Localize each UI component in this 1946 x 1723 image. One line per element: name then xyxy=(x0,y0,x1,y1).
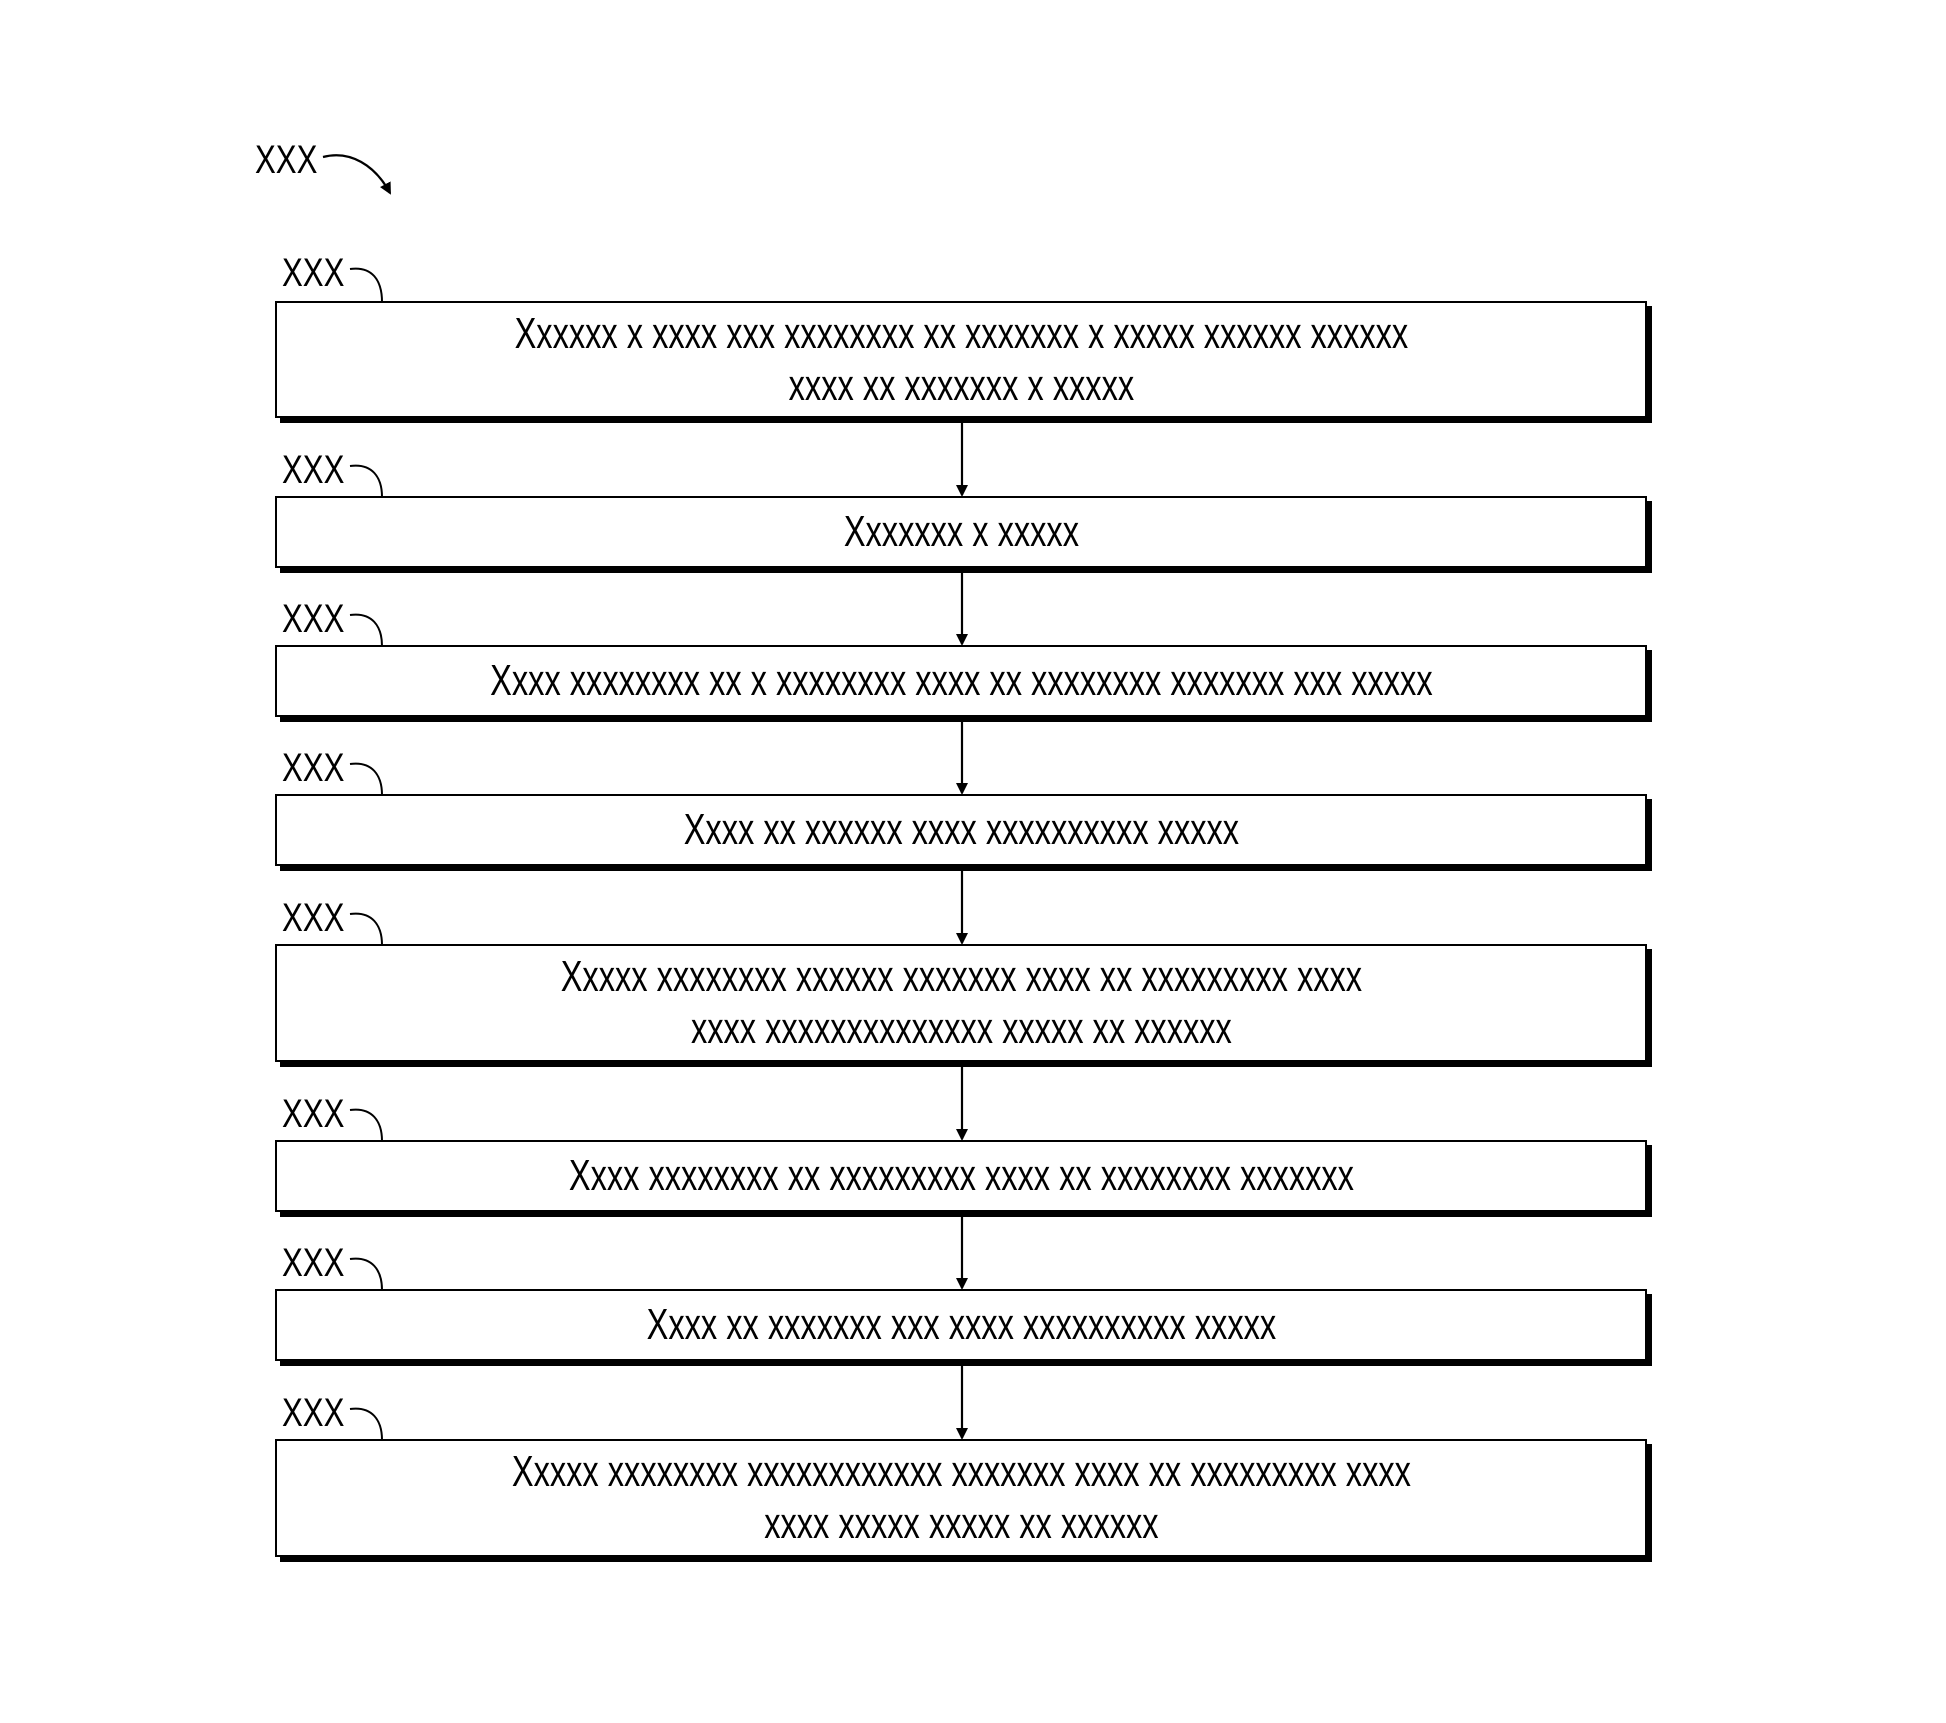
step-6-text: Xxxx xxxxxxxx xx xxxxxxxxx xxxx xx xxxxx… xyxy=(568,1151,1354,1200)
step-3-ref: XXX xyxy=(282,597,345,641)
step-2-leader xyxy=(349,464,383,498)
step-2-text: Xxxxxxx x xxxxx xyxy=(843,507,1079,556)
step-8-text: Xxxxx xxxxxxxx xxxxxxxxxxxx xxxxxxx xxxx… xyxy=(511,1447,1411,1548)
step-7-text: Xxxx xx xxxxxxx xxx xxxx xxxxxxxxxx xxxx… xyxy=(646,1300,1276,1349)
step-5-text: Xxxxx xxxxxxxx xxxxxx xxxxxxx xxxx xx xx… xyxy=(560,952,1362,1053)
figure-ref-label: XXX xyxy=(255,138,318,182)
step-8-box: Xxxxx xxxxxxxx xxxxxxxxxxxx xxxxxxx xxxx… xyxy=(275,1439,1647,1557)
step-2-box: Xxxxxxx x xxxxx xyxy=(275,496,1647,568)
step-1-box: Xxxxxx x xxxx xxx xxxxxxxx xx xxxxxxx x … xyxy=(275,301,1647,418)
step-5-box: Xxxxx xxxxxxxx xxxxxx xxxxxxx xxxx xx xx… xyxy=(275,944,1647,1062)
step-7-leader xyxy=(349,1257,383,1291)
step-3-box: Xxxx xxxxxxxx xx x xxxxxxxx xxxx xx xxxx… xyxy=(275,645,1647,717)
step-6-leader xyxy=(349,1108,383,1142)
step-5-leader xyxy=(349,912,383,946)
step-8-leader xyxy=(349,1407,383,1441)
step-7-ref: XXX xyxy=(282,1241,345,1285)
step-4-leader xyxy=(349,762,383,796)
step-4-box: Xxxx xx xxxxxx xxxx xxxxxxxxxx xxxxx xyxy=(275,794,1647,866)
step-4-ref: XXX xyxy=(282,746,345,790)
step-6-ref: XXX xyxy=(282,1092,345,1136)
step-7-box: Xxxx xx xxxxxxx xxx xxxx xxxxxxxxxx xxxx… xyxy=(275,1289,1647,1361)
step-1-text: Xxxxxx x xxxx xxx xxxxxxxx xx xxxxxxx x … xyxy=(514,308,1408,410)
step-1-ref: XXX xyxy=(282,251,345,295)
step-2-ref: XXX xyxy=(282,448,345,492)
step-8-ref: XXX xyxy=(282,1391,345,1435)
figure-pointer-arrow xyxy=(322,154,391,195)
step-4-text: Xxxx xx xxxxxx xxxx xxxxxxxxxx xxxxx xyxy=(683,805,1239,854)
step-3-text: Xxxx xxxxxxxx xx x xxxxxxxx xxxx xx xxxx… xyxy=(489,656,1433,705)
step-1-leader xyxy=(349,267,383,303)
step-5-ref: XXX xyxy=(282,896,345,940)
step-3-leader xyxy=(349,613,383,647)
step-6-box: Xxxx xxxxxxxx xx xxxxxxxxx xxxx xx xxxxx… xyxy=(275,1140,1647,1212)
